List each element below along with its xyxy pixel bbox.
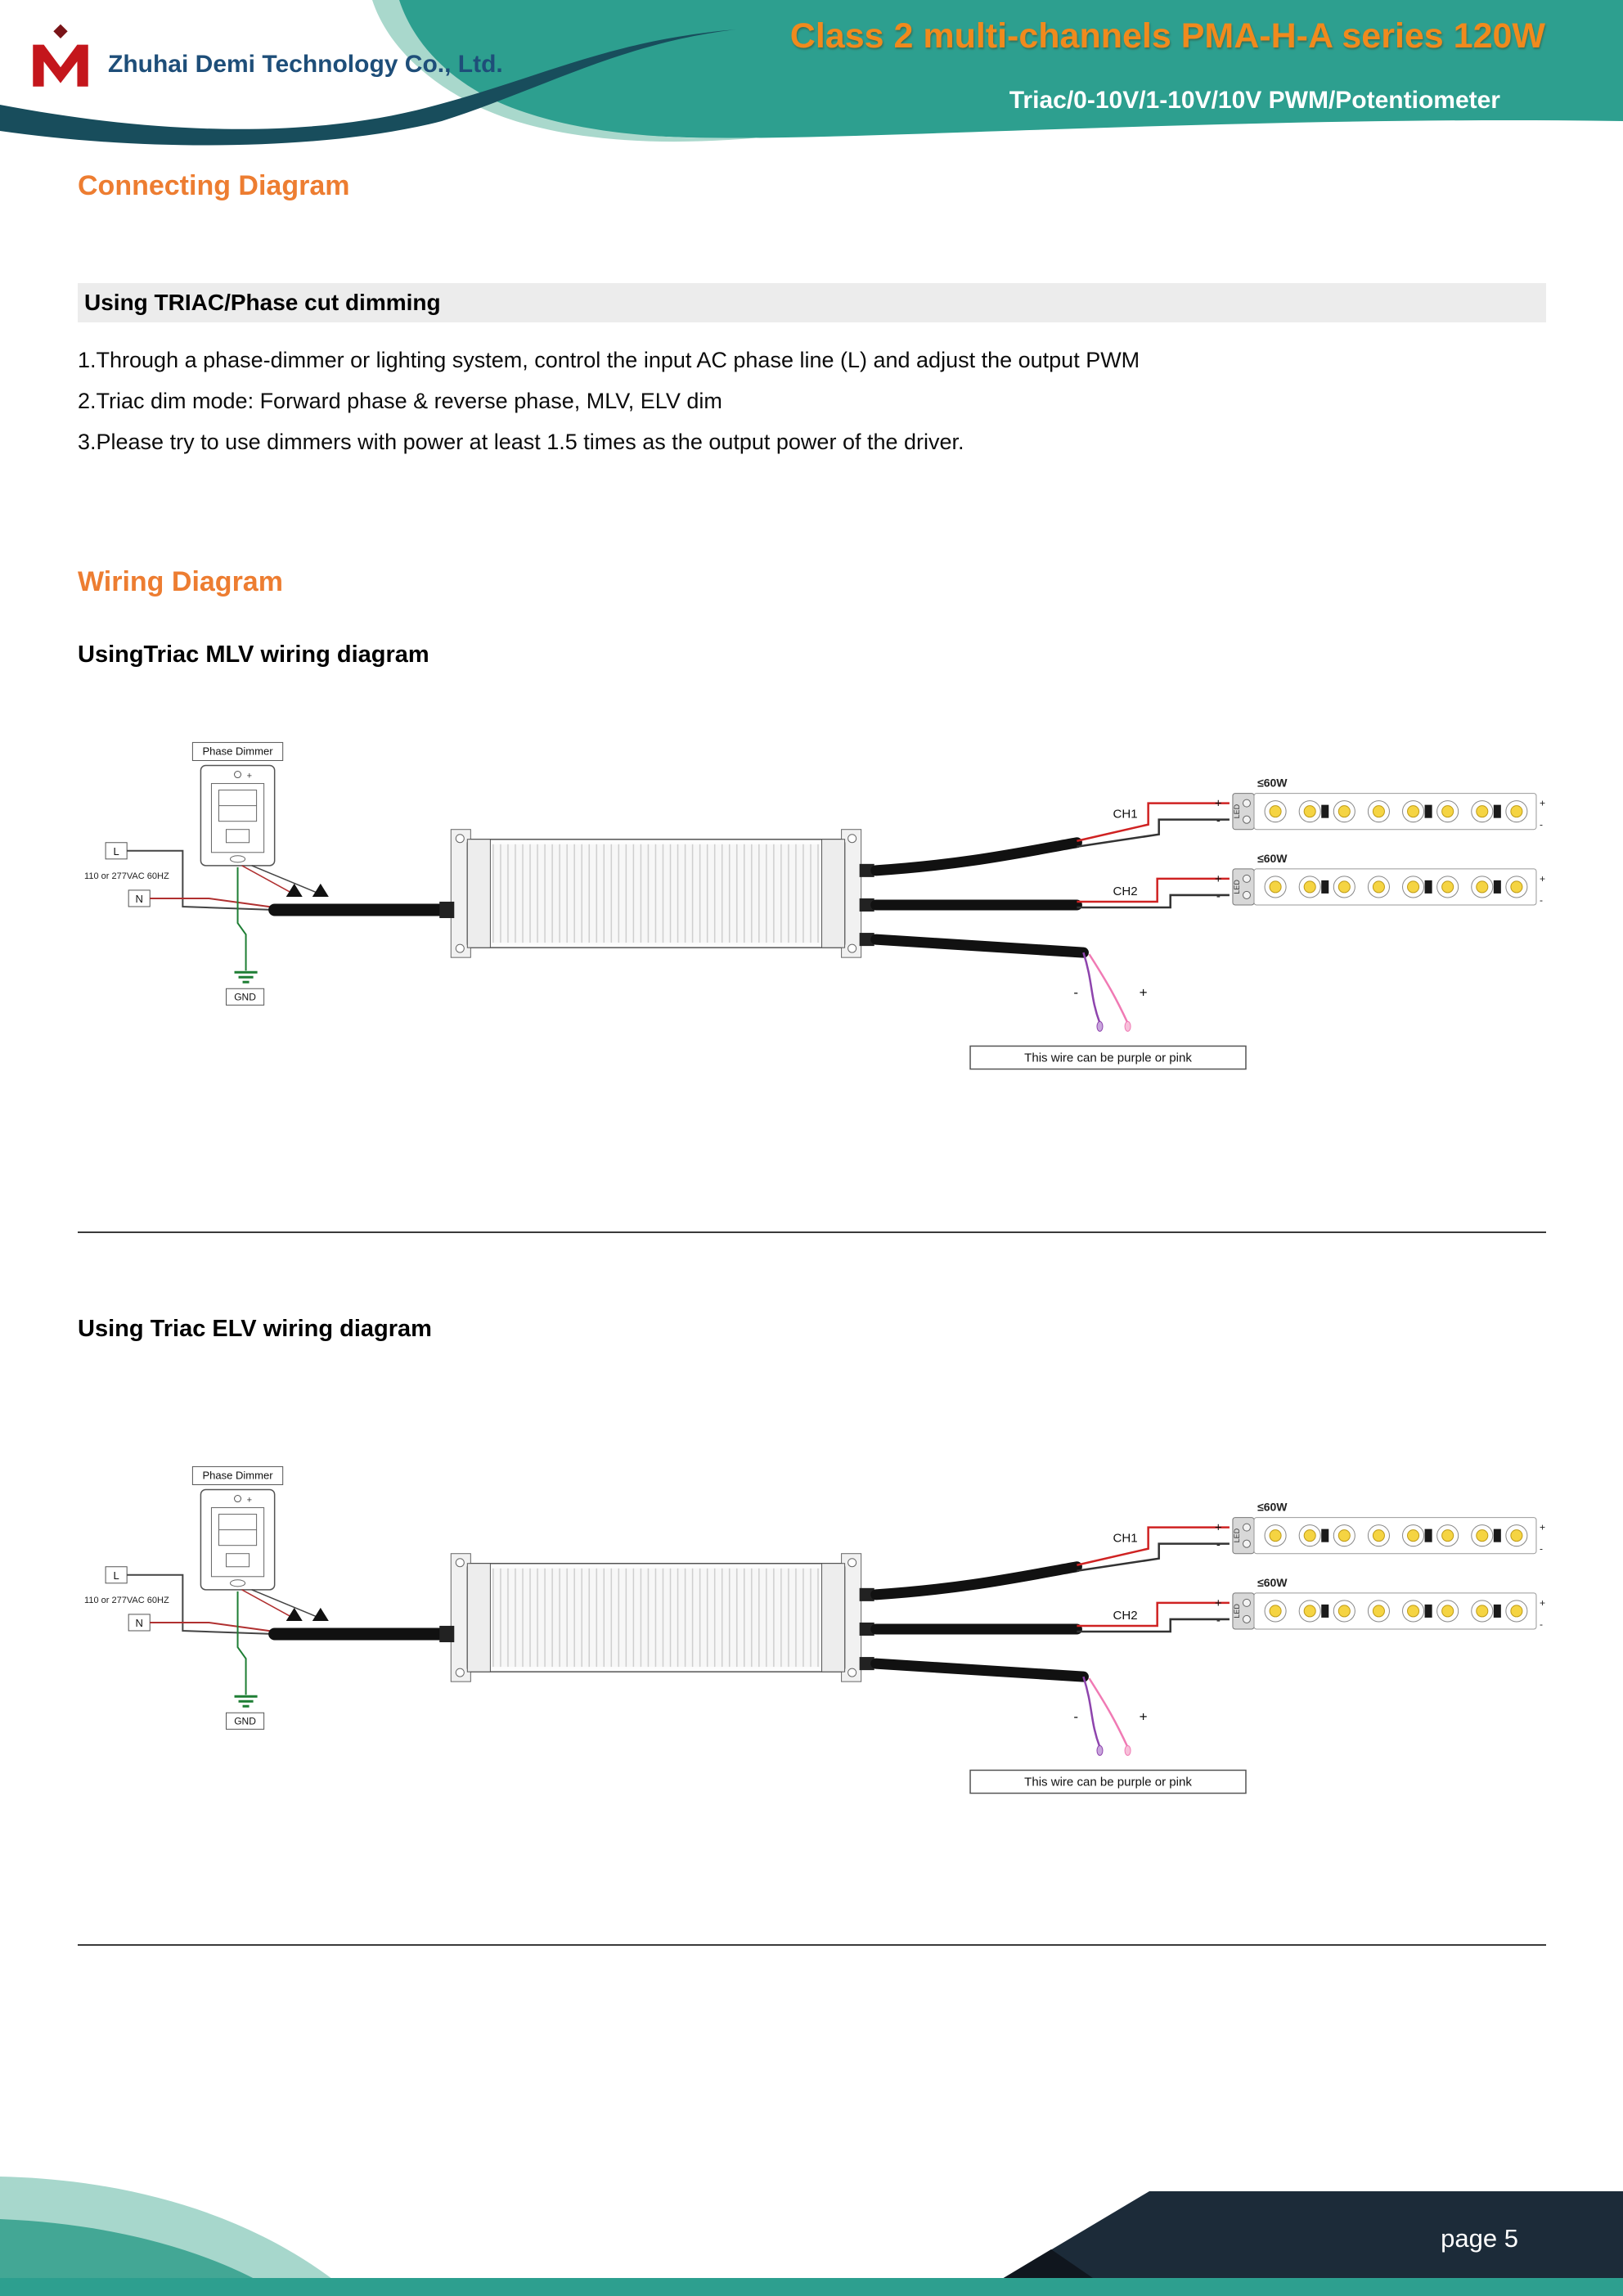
triac-point-1: 1.Through a phase-dimmer or lighting sys… xyxy=(78,348,1140,372)
footer-background xyxy=(0,2177,1623,2296)
wiring-diagram-heading: Wiring Diagram xyxy=(78,566,283,597)
elv-heading: Using Triac ELV wiring diagram xyxy=(78,1316,432,1342)
triac-points: 1.Through a phase-dimmer or lighting sys… xyxy=(78,347,1517,469)
page-number: page 5 xyxy=(1441,2224,1518,2253)
header: Zhuhai Demi Technology Co., Ltd. Class 2… xyxy=(0,0,1623,160)
company-name: Zhuhai Demi Technology Co., Ltd. xyxy=(108,51,503,78)
mlv-heading: UsingTriac MLV wiring diagram xyxy=(78,642,429,668)
mlv-wiring-diagram xyxy=(78,736,1546,1092)
header-background xyxy=(0,0,1623,146)
triac-point-2: 2.Triac dim mode: Forward phase & revers… xyxy=(78,388,722,413)
connecting-diagram-heading: Connecting Diagram xyxy=(78,170,350,201)
triac-section-heading: Using TRIAC/Phase cut dimming xyxy=(84,290,441,315)
triac-section-bar: Using TRIAC/Phase cut dimming xyxy=(78,283,1546,322)
elv-wiring-diagram xyxy=(78,1461,1546,1816)
divider-2 xyxy=(78,1944,1546,1946)
footer: page 5 xyxy=(0,2147,1623,2296)
logo-mark xyxy=(33,24,88,87)
triac-point-3: 3.Please try to use dimmers with power a… xyxy=(78,429,964,454)
company-logo xyxy=(23,21,98,97)
doc-subtitle: Triac/0-10V/1-10V/10V PWM/Potentiometer xyxy=(1009,87,1500,114)
doc-title: Class 2 multi-channels PMA-H-A series 12… xyxy=(789,16,1545,56)
divider-1 xyxy=(78,1231,1546,1233)
